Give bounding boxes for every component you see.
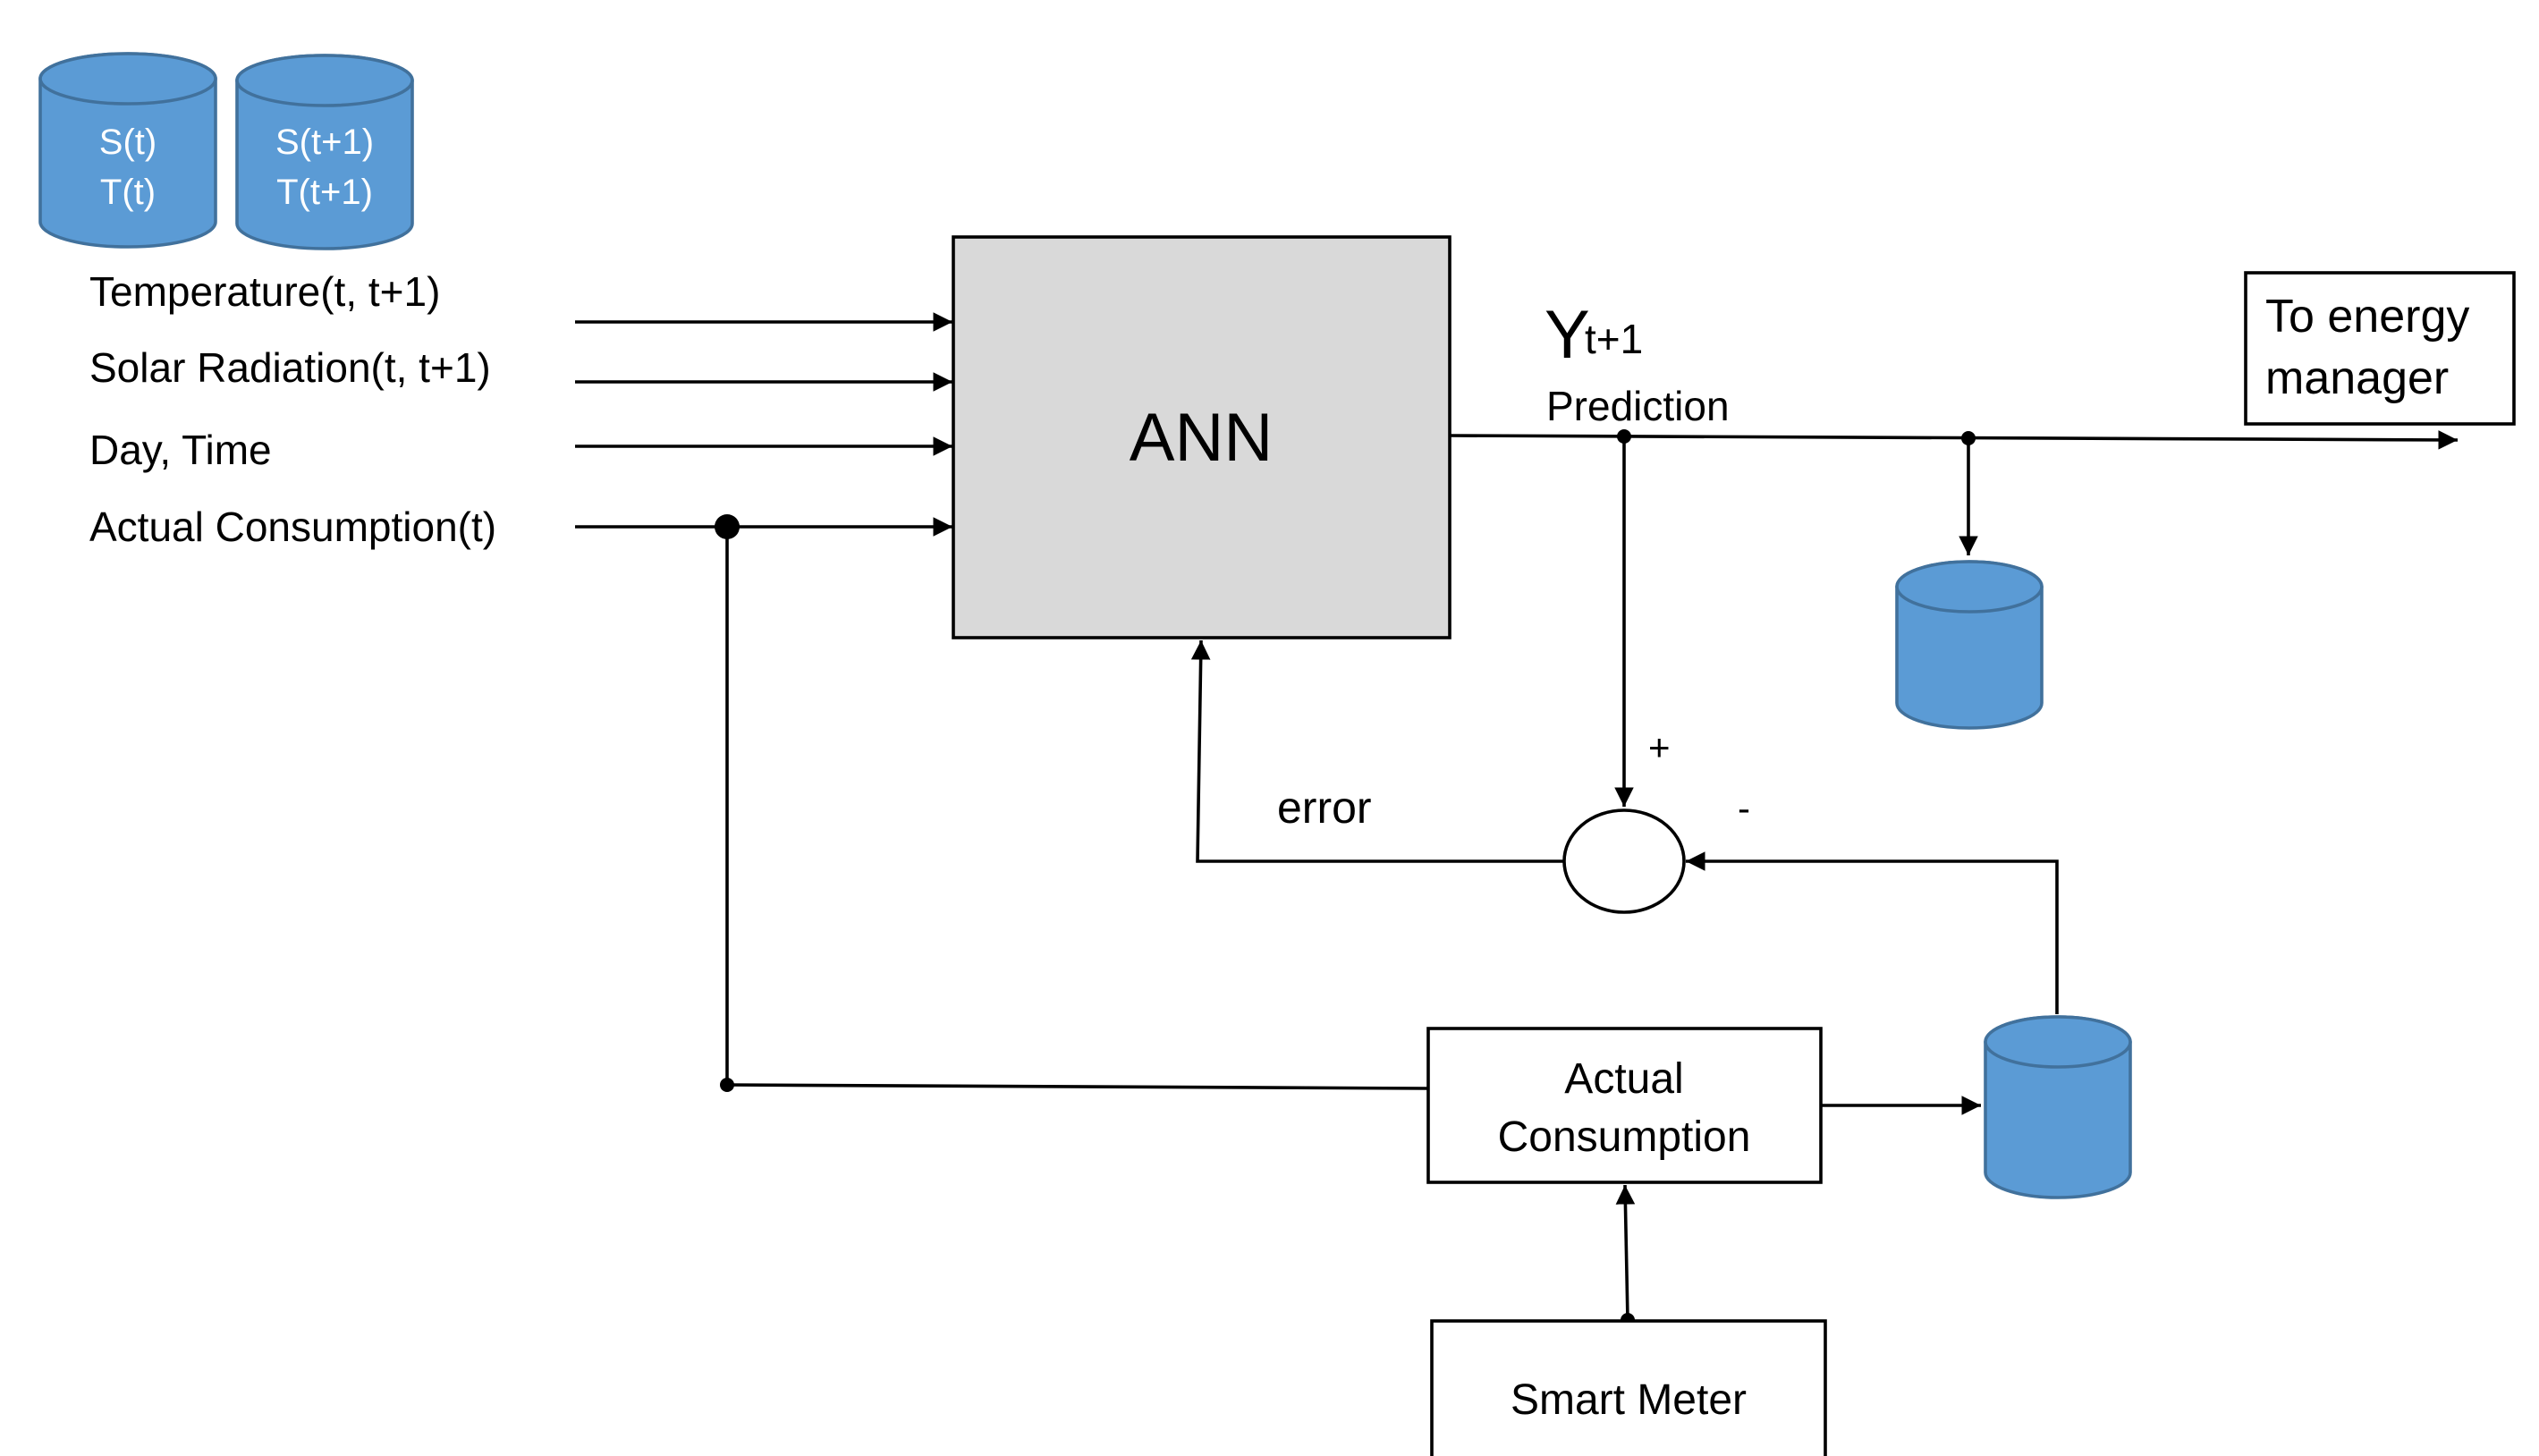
input-label-day-time: Day, Time [89,427,272,473]
database-top [235,54,414,107]
input-label-temperature: Temperature(t, t+1) [89,268,440,315]
energy-manager-label-line2: manager [2265,352,2449,404]
output-y-subscript: t+1 [1585,316,1643,362]
actual-consumption-label-line2: Consumption [1498,1113,1751,1161]
database-st1-tt1: S(t+1) T(t+1) [235,54,414,250]
arrow-smart-meter-to-actual [1615,1184,1636,1321]
database-label-line1: S(t+1) [275,123,374,162]
smart-meter-box [1430,1319,1827,1456]
arrow-actual-to-comparator [1686,851,2059,1014]
energy-manager-box [2244,271,2516,426]
smart-meter-label: Smart Meter [1511,1376,1747,1424]
output-arrow [1449,430,2459,450]
actual-consumption-label-line1: Actual [1564,1055,1683,1103]
actual-consumption-database [1984,1015,2132,1199]
loop-line-horizontal [726,1083,1429,1090]
database-label-line2: T(t+1) [276,173,373,212]
plus-sign: + [1648,726,1671,768]
error-feedback-arrow [1190,639,1564,863]
prediction-label: Prediction [1546,383,1730,429]
database-label-line1: S(t) [99,123,157,162]
error-label: error [1277,783,1372,833]
comparator-circle [1562,808,1686,914]
energy-manager-label-line1: To energy [2265,291,2469,343]
database-st-tt: S(t) T(t) [38,52,217,249]
minus-sign: - [1738,787,1750,829]
database-top [38,52,217,106]
input-label-solar-radiation: Solar Radiation(t, t+1) [89,344,491,391]
input-label-actual-consumption: Actual Consumption(t) [89,504,496,550]
prediction-database [1895,560,2044,730]
output-y-symbol: Y [1545,297,1590,373]
database-label-line2: T(t) [100,173,156,212]
database-top [1984,1015,2132,1069]
ann-label: ANN [1130,400,1273,476]
ann-block [952,235,1451,639]
database-top [1895,560,2044,614]
